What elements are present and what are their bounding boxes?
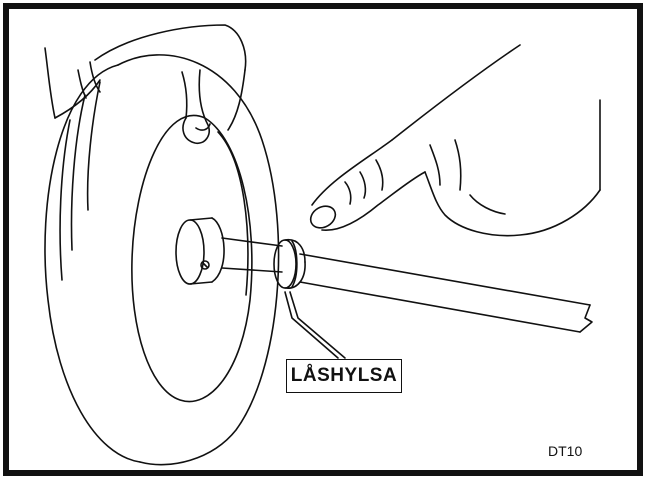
gripping-hand [44, 24, 247, 145]
wheel-tire [44, 54, 280, 466]
callout-label-lashylsa: LÅSHYLSA [286, 359, 402, 393]
pointing-hand [309, 44, 601, 237]
locking-sleeve [273, 238, 306, 289]
callout-leader [284, 291, 346, 359]
figure-code: DT10 [548, 443, 583, 459]
axle-rod [221, 237, 593, 333]
hub-collar [175, 217, 225, 285]
figure-frame [3, 3, 643, 476]
